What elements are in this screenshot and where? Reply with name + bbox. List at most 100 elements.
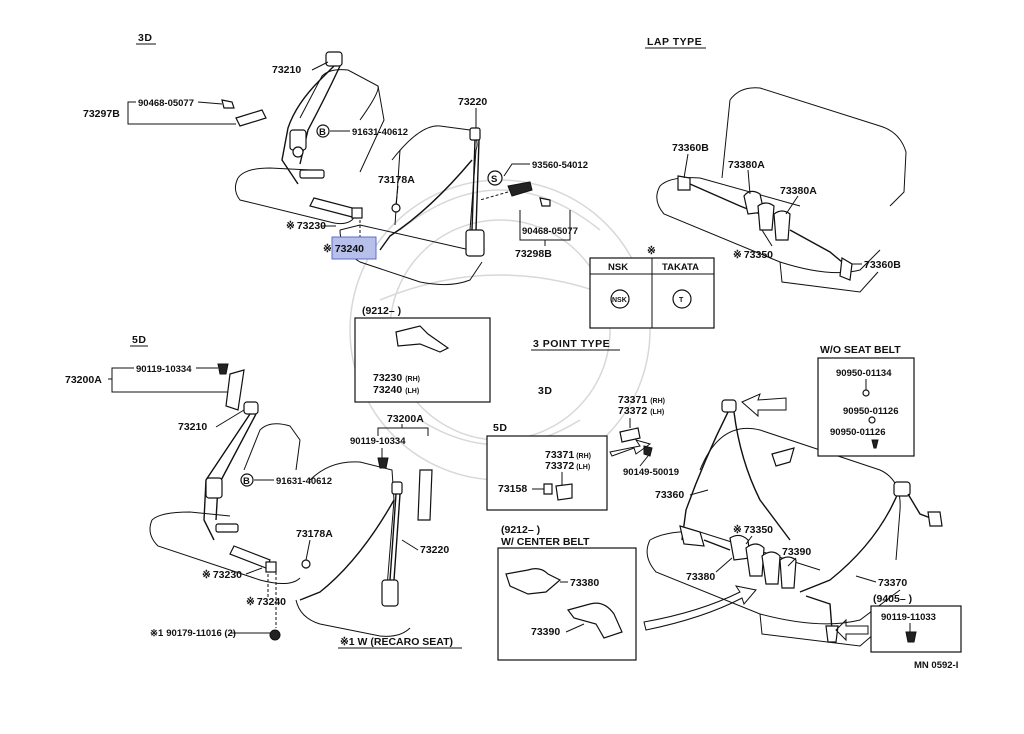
label-73220-5d: 73220	[420, 544, 449, 556]
label-91631-5d: 91631-40612	[276, 476, 332, 487]
maker-table: ※ NSK TAKATA NSK T	[589, 245, 715, 329]
highlight-73240	[331, 236, 377, 260]
label-93560: 93560-54012	[532, 160, 588, 171]
table-asterisk: ※	[647, 245, 656, 257]
cover-73200a	[225, 369, 245, 411]
cover-73371-top	[619, 427, 641, 443]
heading-3d-top: 3D	[138, 32, 152, 44]
label-73158: 73158	[498, 483, 527, 495]
label-73390-box: 73390	[531, 626, 560, 638]
lap-belts	[677, 175, 853, 281]
plug-90950-b	[868, 416, 876, 424]
label-73380a-b: 73380A	[780, 185, 817, 197]
arrow-from-wo-belt	[741, 393, 787, 418]
plug-90950-a	[862, 389, 870, 397]
retractor-73210	[281, 51, 343, 185]
label-73380: 73380	[686, 571, 715, 583]
label-73200a-b: 73200A	[387, 413, 424, 425]
buckle-box-date: (9212– )	[362, 305, 401, 317]
label-73370: 73370	[878, 577, 907, 589]
label-73371-top: 73371(RH)	[618, 394, 665, 406]
buckle-73230-5d	[229, 545, 277, 628]
heading-w-center-belt: W/ CENTER BELT	[501, 536, 590, 548]
label-73240: ※73240	[323, 243, 364, 255]
label-90950-b: 90950-01126	[843, 406, 898, 417]
cover-73371-box	[555, 483, 573, 501]
table-col-nsk: NSK	[608, 262, 628, 273]
bolt-90149	[643, 445, 653, 457]
heading-3-point-5d: 5D	[493, 422, 507, 434]
label-73350: ※73350	[733, 524, 773, 536]
part-73390-icon	[566, 602, 623, 639]
retractor-73210-5d	[203, 401, 259, 541]
label-73210: 73210	[272, 64, 301, 76]
svg-text:NSK: NSK	[612, 297, 627, 304]
label-73390: 73390	[782, 546, 811, 558]
arrow-to-seat	[643, 585, 757, 631]
bracket-9405-box: (9405– ) 90119-11033	[835, 593, 962, 653]
center-belt-date: (9212– )	[501, 524, 540, 536]
belt-73360	[681, 399, 943, 643]
label-73371-box: 73371(RH)	[545, 449, 591, 461]
heading-3-point: 3 POINT TYPE	[533, 338, 610, 350]
label-73297b: 73297B	[83, 108, 120, 120]
clip-90468-a	[221, 99, 235, 109]
label-73230-5d: ※73230	[202, 569, 242, 581]
arrow-bracket	[835, 618, 869, 642]
plug-90950-c	[871, 439, 879, 449]
label-73220: 73220	[458, 96, 487, 108]
clip-73158	[543, 483, 553, 495]
label-73350-lap: ※73350	[733, 249, 773, 261]
label-recaro: ※1 W (RECARO SEAT)	[340, 636, 453, 648]
buckle-box: (9212– ) 73230(RH) 73240(LH)	[354, 305, 491, 403]
label-90950-c: 90950-01126	[830, 427, 885, 438]
bracket-date: (9405– )	[873, 593, 912, 605]
label-73178a: 73178A	[378, 174, 415, 186]
label-73372-top: 73372(LH)	[618, 405, 664, 417]
label-73200a: 73200A	[65, 374, 102, 386]
belt-73220	[379, 127, 485, 257]
section-3-point: 3 POINT TYPE 3D 73371(RH) 73372(LH) 9014…	[486, 338, 943, 661]
label-73240-5d: ※73240	[246, 596, 286, 608]
label-90149: 90149-50019	[623, 467, 679, 478]
svg-text:B: B	[319, 127, 326, 138]
arrow-to-5d	[609, 439, 652, 457]
label-73360: 73360	[655, 489, 684, 501]
label-73240-box: 73240(LH)	[373, 384, 419, 396]
screw-mark-s	[487, 170, 503, 186]
wo-seat-belt-box: W/O SEAT BELT 90950-01134 90950-01126 90…	[817, 344, 915, 457]
label-91631: 91631-40612	[352, 127, 408, 138]
anchor-73178a	[391, 203, 401, 213]
label-73372-box: 73372(LH)	[545, 460, 590, 472]
bolt-90119-11033	[905, 631, 917, 643]
label-73210-5d: 73210	[178, 421, 207, 433]
label-90119-b: 90119-10334	[350, 436, 406, 447]
nsk-logo-icon	[610, 289, 630, 309]
section-3d-top: 3D 73210 73297B 90468-05077	[83, 32, 588, 286]
nut-90179	[269, 629, 281, 641]
part-73380-icon	[505, 568, 562, 595]
seat-outline-5d	[149, 423, 411, 637]
belt-73220-5d	[299, 481, 403, 607]
buckle-icon	[395, 325, 450, 353]
bolt-90119-a	[217, 363, 229, 375]
heading-wo-seat-belt: W/O SEAT BELT	[820, 344, 901, 356]
label-90119-11033: 90119-11033	[881, 612, 936, 623]
label-73178a-5d: 73178A	[296, 528, 333, 540]
heading-3-point-3d: 3D	[538, 385, 552, 397]
label-73298b: 73298B	[515, 248, 552, 260]
diagram-code: MN 0592-I	[914, 660, 958, 671]
heading-5d: 5D	[132, 334, 146, 346]
label-90468-b: 90468-05077	[522, 226, 578, 237]
label-73230-box: 73230(RH)	[373, 372, 420, 384]
section-5d-left: 5D 73200A 90119-10334 73210 B 91631-4	[65, 334, 462, 649]
cover-73297b	[235, 109, 267, 127]
svg-text:B: B	[243, 476, 250, 487]
svg-text:T: T	[679, 297, 684, 304]
label-73360b-a: 73360B	[672, 142, 709, 154]
label-73360b-b: 73360B	[864, 259, 901, 271]
clip-90468-b	[539, 197, 551, 207]
